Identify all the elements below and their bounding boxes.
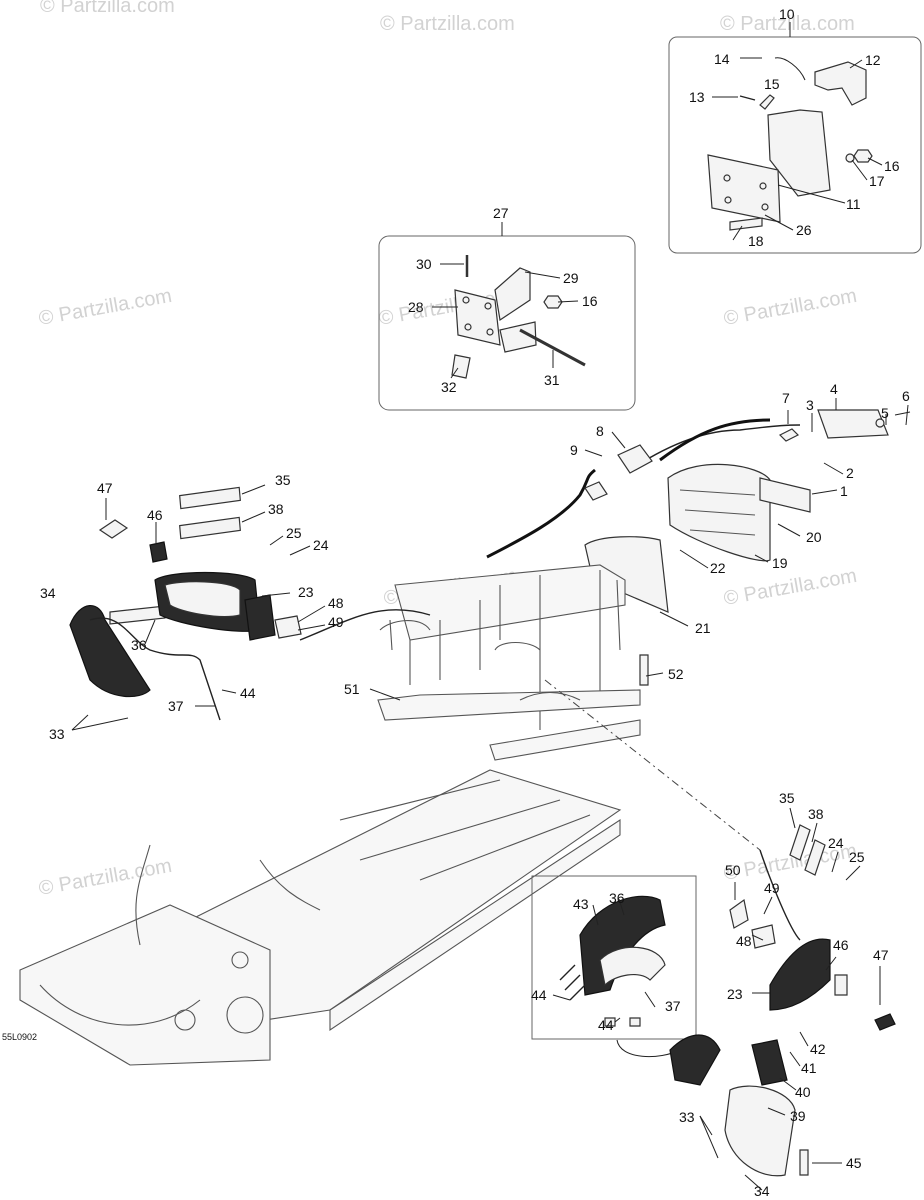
callout-20: 20 [806,529,822,545]
callout-28: 28 [408,299,424,315]
callout-37: 37 [665,998,681,1014]
callout-49: 49 [764,880,780,896]
callout-36: 36 [609,890,625,906]
rack-assembly [377,564,761,851]
callout-48: 48 [736,933,752,949]
callout-35: 35 [779,790,795,806]
callout-34: 34 [754,1183,770,1199]
callout-35: 35 [275,472,291,488]
callout-9: 9 [570,442,578,458]
chassis-tunnel: 55L0902 [2,769,622,1066]
callout-10: 10 [779,6,795,22]
callout-34: 34 [40,585,56,601]
right-handle-assembly [531,824,896,1177]
callout-3: 3 [806,397,814,413]
callout-18: 18 [748,233,764,249]
callout-46: 46 [147,507,163,523]
callout-16: 16 [884,158,900,174]
watermark-text: © Partzilla.com [380,13,515,35]
callout-33: 33 [679,1109,695,1125]
callout-4: 4 [830,381,838,397]
diagram-code: 55L0902 [2,1032,37,1042]
callout-44: 44 [240,685,256,701]
callout-36: 36 [131,637,147,653]
callout-44: 44 [598,1017,614,1033]
callout-22: 22 [710,560,726,576]
callout-23: 23 [727,986,743,1002]
callout-32: 32 [441,379,457,395]
tail-light-assembly [486,409,911,613]
callout-16: 16 [582,293,598,309]
callout-13: 13 [689,89,705,105]
callout-23: 23 [298,584,314,600]
leader-lines [71,57,909,1191]
callout-24: 24 [828,835,844,851]
watermark-text: © Partzilla.com [720,13,855,35]
callout-46: 46 [833,937,849,953]
callouts: 10 14 12 15 13 16 17 11 26 18 27 30 29 2… [40,6,910,1199]
callout-41: 41 [801,1060,817,1076]
callout-26: 26 [796,222,812,238]
watermark-text: © Partzilla.com [722,565,859,610]
callout-2: 2 [846,465,854,481]
callout-38: 38 [808,806,824,822]
callout-30: 30 [416,256,432,272]
callout-39: 39 [790,1108,806,1124]
callout-50: 50 [725,862,741,878]
callout-52: 52 [668,666,684,682]
callout-29: 29 [563,270,579,286]
callout-47: 47 [97,480,113,496]
callout-1: 1 [840,483,848,499]
callout-37: 37 [168,698,184,714]
callout-31: 31 [544,372,560,388]
callout-40: 40 [795,1084,811,1100]
callout-19: 19 [772,555,788,571]
callout-21: 21 [695,620,711,636]
left-handle-assembly [69,486,431,721]
callout-49: 49 [328,614,344,630]
callout-38: 38 [268,501,284,517]
watermarks: © Partzilla.com © Partzilla.com © Partzi… [37,0,859,900]
callout-25: 25 [849,849,865,865]
inset-bracket-assembly [378,222,636,411]
callout-7: 7 [782,390,790,406]
callout-5: 5 [881,405,889,421]
watermark-text: © Partzilla.com [37,285,174,330]
callout-45: 45 [846,1155,862,1171]
callout-24: 24 [313,537,329,553]
callout-6: 6 [902,388,910,404]
callout-27: 27 [493,205,509,221]
callout-44: 44 [531,987,547,1003]
watermark-text: © Partzilla.com [722,285,859,330]
callout-17: 17 [869,173,885,189]
callout-42: 42 [810,1041,826,1057]
callout-51: 51 [344,681,360,697]
callout-12: 12 [865,52,881,68]
callout-43: 43 [573,896,589,912]
callout-11: 11 [846,196,861,212]
watermark-text: © Partzilla.com [40,0,175,17]
callout-47: 47 [873,947,889,963]
callout-48: 48 [328,595,344,611]
inset-license-bracket [668,22,922,254]
watermark-text: © Partzilla.com [37,855,174,900]
callout-8: 8 [596,423,604,439]
callout-14: 14 [714,51,730,67]
callout-25: 25 [286,525,302,541]
callout-33: 33 [49,726,65,742]
callout-15: 15 [764,76,780,92]
